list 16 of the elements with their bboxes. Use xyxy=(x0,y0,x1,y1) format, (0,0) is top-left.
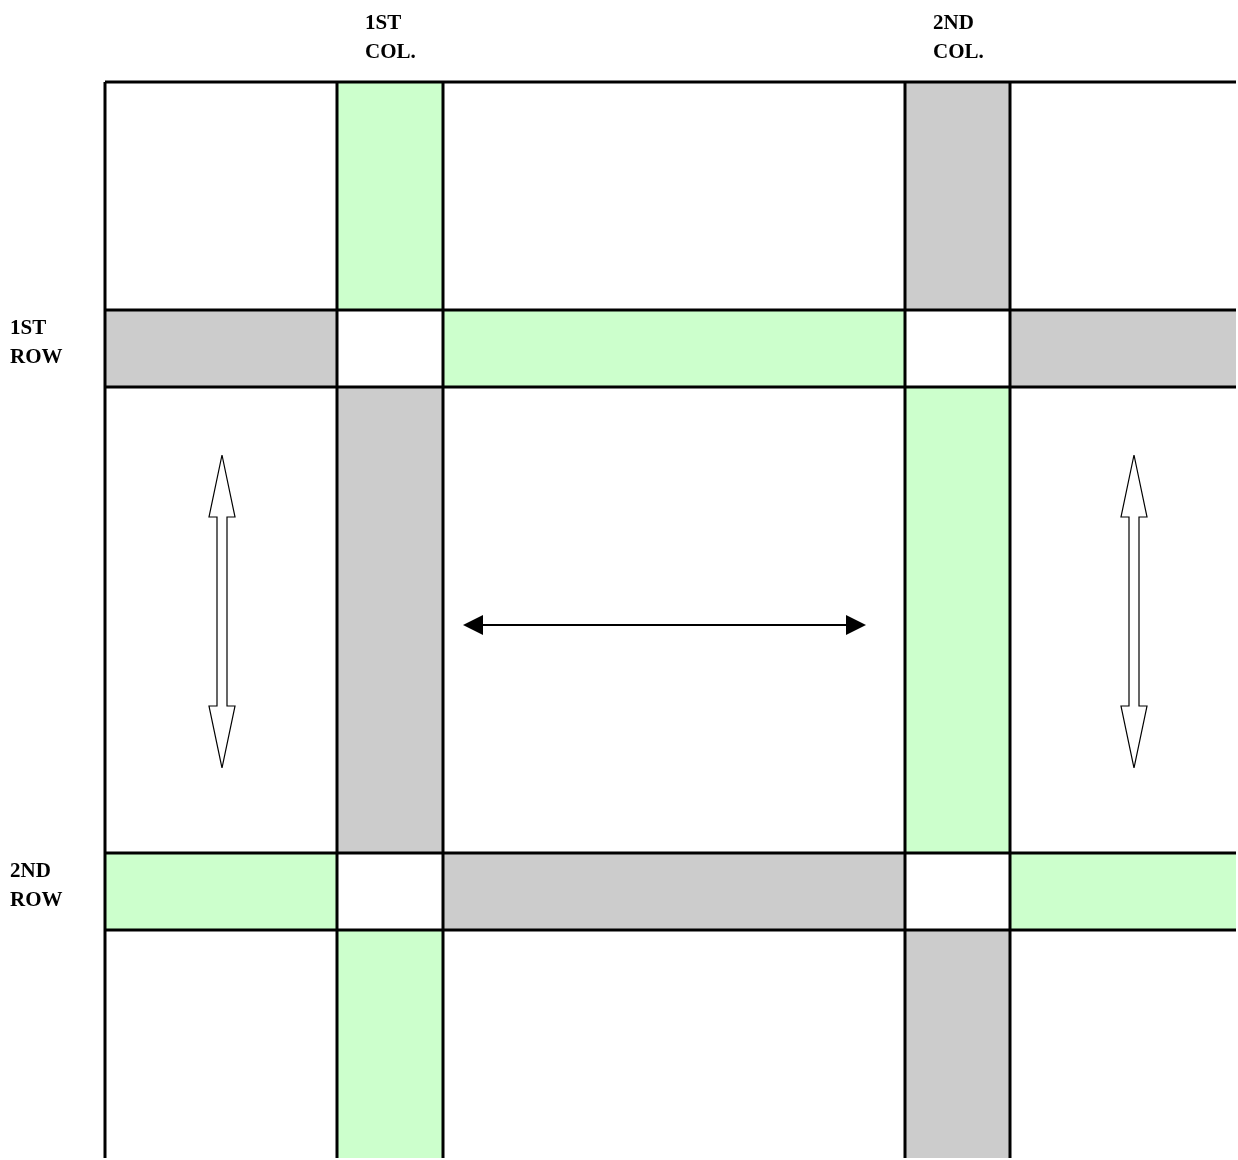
road-band xyxy=(337,930,443,1158)
axis-label: 1ST ROW xyxy=(10,314,64,370)
road-band xyxy=(905,930,1010,1158)
road-band xyxy=(337,82,443,310)
road-band xyxy=(337,387,443,853)
axis-label: 2ND ROW xyxy=(10,857,64,913)
road-band xyxy=(905,387,1010,853)
road-band xyxy=(905,82,1010,310)
road-band xyxy=(443,853,905,930)
road-band xyxy=(1010,853,1236,930)
axis-label: 1ST COL. xyxy=(365,9,417,65)
road-band xyxy=(1010,310,1236,387)
road-band xyxy=(105,310,337,387)
road-band xyxy=(443,310,905,387)
axis-label: 2ND COL. xyxy=(933,9,985,65)
road-band xyxy=(105,853,337,930)
